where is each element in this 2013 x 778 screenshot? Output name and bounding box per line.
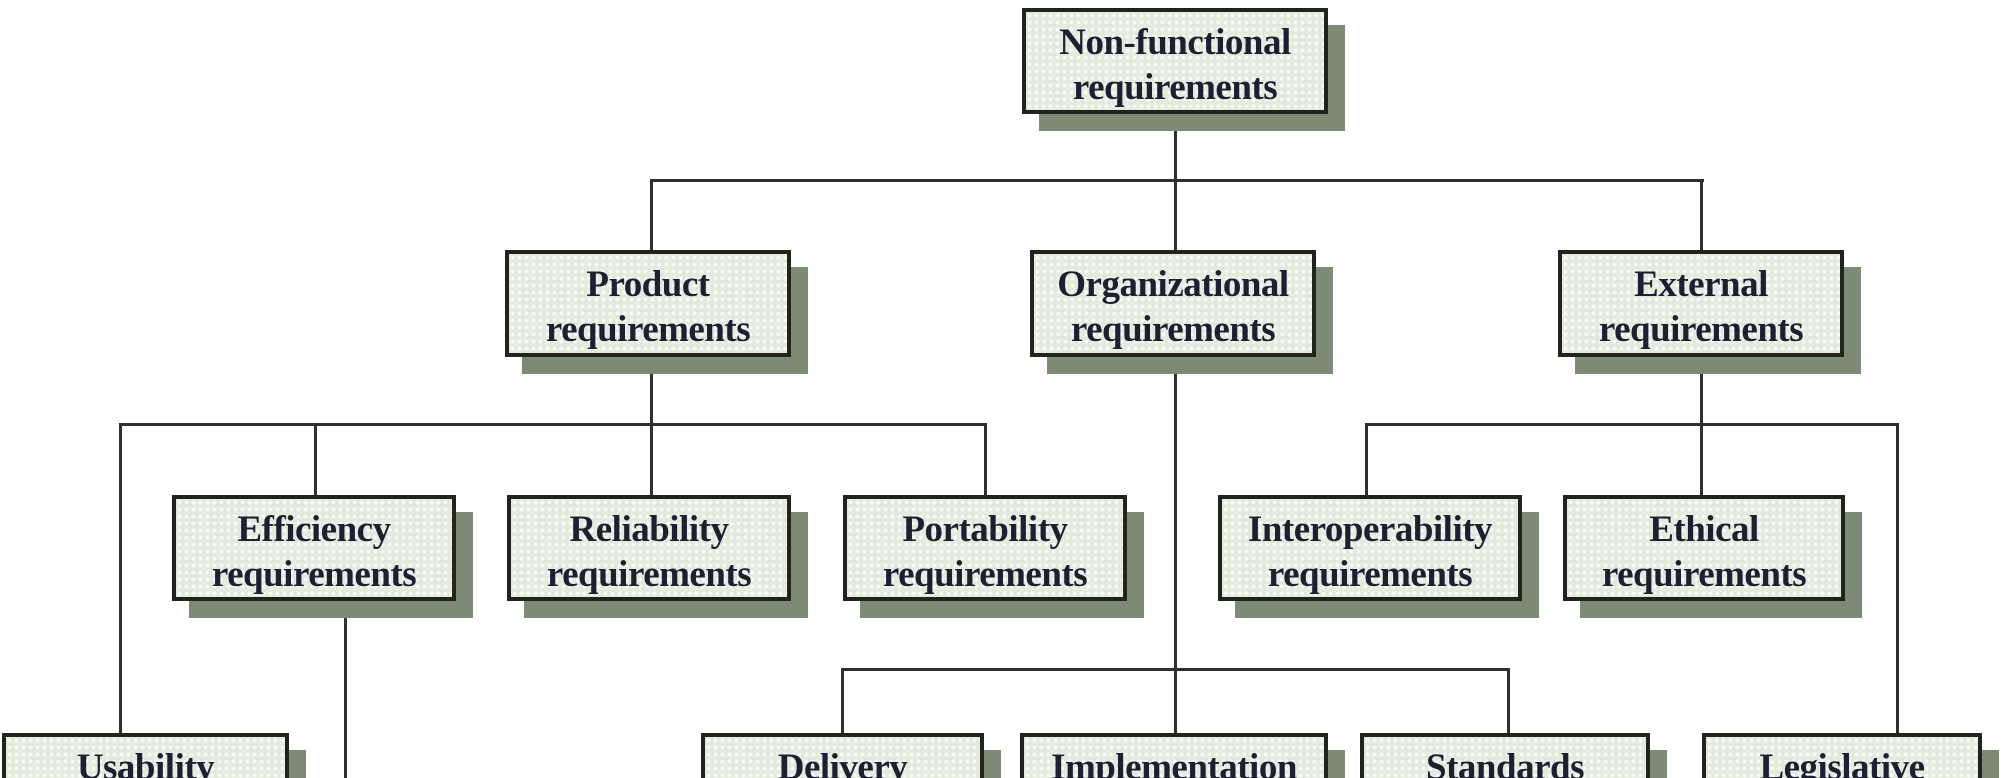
node-label-line: Usability <box>76 747 215 778</box>
connector-organizational-stem <box>1174 357 1177 671</box>
connector-product-children-bar <box>119 423 987 426</box>
node-efficiency-requirements: Efficiency requirements <box>172 495 456 601</box>
node-label-line: Ethical <box>1649 509 1759 550</box>
node-label-line: requirements <box>211 554 417 595</box>
node-label-line: Delivery <box>777 747 908 778</box>
node-label-line: Interoperability <box>1247 509 1493 550</box>
node-label-line: requirements <box>546 554 752 595</box>
connector-drop-product <box>650 179 653 251</box>
connector-drop-portability <box>984 423 987 496</box>
connector-drop-usability <box>119 423 122 734</box>
node-label-line: External <box>1634 264 1768 305</box>
node-label-line: Product <box>586 264 710 305</box>
node-label-line: requirements <box>1601 554 1807 595</box>
node-nonfunctional-requirements: Non-functional requirements <box>1022 8 1328 114</box>
node-label-line: requirements <box>545 309 751 350</box>
node-interoperability-requirements: Interoperability requirements <box>1218 495 1522 601</box>
node-product-requirements: Product requirements <box>505 250 791 357</box>
node-label-line: Portability <box>902 509 1068 550</box>
node-label-line: Efficiency <box>237 509 391 550</box>
node-label-line: Reliability <box>569 509 729 550</box>
node-standards-requirements: Standards <box>1360 733 1650 778</box>
connector-level1-bar <box>650 179 1704 182</box>
connector-efficiency-children-stem <box>344 600 347 778</box>
node-label-line: requirements <box>1267 554 1473 595</box>
connector-product-stem <box>650 357 653 497</box>
connector-root-stem <box>1174 114 1177 182</box>
node-reliability-requirements: Reliability requirements <box>507 495 791 601</box>
node-label-line: Organizational <box>1057 264 1289 305</box>
connector-drop-standards <box>1507 668 1510 734</box>
node-ethical-requirements: Ethical requirements <box>1563 495 1845 601</box>
node-label-line: requirements <box>1072 67 1278 108</box>
node-delivery-requirements: Delivery <box>701 733 984 778</box>
node-usability-requirements: Usability <box>2 733 289 778</box>
connector-external-children-bar <box>1365 423 1899 426</box>
connector-drop-interoperability <box>1365 423 1368 496</box>
node-label-line: Standards <box>1426 747 1584 778</box>
node-implementation-requirements: Implementation <box>1020 733 1328 778</box>
connector-drop-external <box>1700 179 1703 251</box>
connector-drop-delivery <box>841 668 844 734</box>
node-label-line: requirements <box>882 554 1088 595</box>
node-label-line: requirements <box>1070 309 1276 350</box>
connector-drop-efficiency <box>314 423 317 496</box>
connector-drop-organizational <box>1174 179 1177 251</box>
connector-external-stem <box>1700 357 1703 497</box>
node-label-line: Legislative <box>1759 747 1925 778</box>
node-organizational-requirements: Organizational requirements <box>1030 250 1316 357</box>
node-portability-requirements: Portability requirements <box>843 495 1127 601</box>
connector-drop-implementation <box>1174 668 1177 734</box>
node-label-line: requirements <box>1598 309 1804 350</box>
node-label-line: Non-functional <box>1059 22 1291 63</box>
node-legislative-requirements: Legislative <box>1702 733 1982 778</box>
connector-drop-legislative <box>1896 423 1899 734</box>
node-label-line: Implementation <box>1051 747 1297 778</box>
node-external-requirements: External requirements <box>1558 250 1844 357</box>
